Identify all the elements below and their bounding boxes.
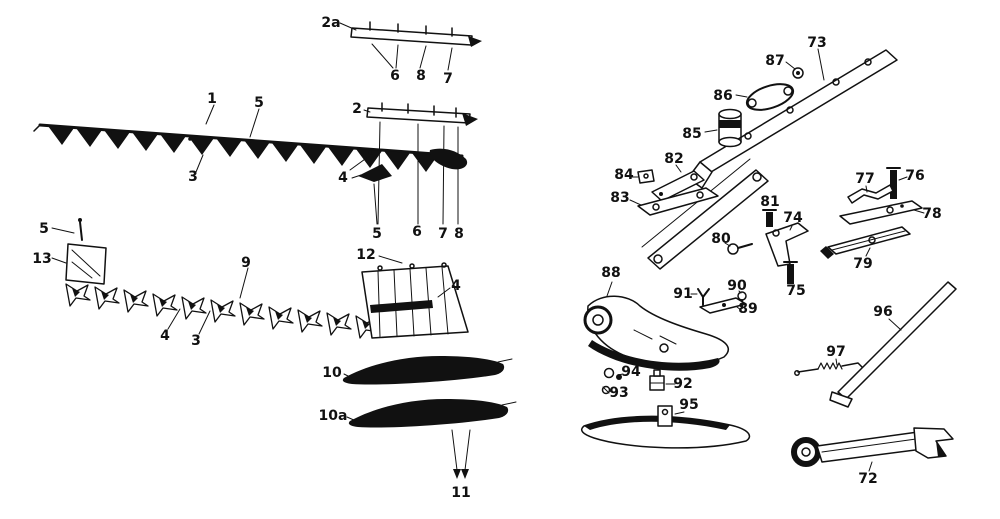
rod-97 [794, 358, 863, 376]
part-label-4a: 4 [338, 170, 348, 186]
part-label-2: 2 [352, 101, 362, 117]
part-label-4c: 4 [160, 328, 170, 344]
part-labels: 2a 6 8 7 2 1 5 3 4 5 6 7 8 5 13 9 12 4 4… [32, 15, 941, 501]
part-label-87: 87 [765, 53, 784, 69]
part-label-8b: 8 [454, 226, 464, 242]
part-label-83: 83 [610, 190, 629, 206]
inner-shoe-10a [346, 399, 517, 428]
part-label-90: 90 [727, 278, 747, 294]
part-label-5c: 5 [39, 221, 49, 237]
part-label-88: 88 [601, 265, 620, 281]
part-label-72: 72 [858, 471, 877, 487]
part-label-76: 76 [905, 168, 924, 184]
part-label-74: 74 [783, 210, 803, 226]
part-label-82: 82 [664, 151, 683, 167]
outer-shoe-88 [583, 281, 729, 371]
leader-lines-left [195, 104, 260, 173]
clip-91 [690, 288, 710, 306]
part-label-80: 80 [711, 231, 731, 247]
knife-back-assembly-2a [339, 21, 482, 71]
part-label-6a: 6 [390, 68, 400, 84]
clip-89 [699, 297, 747, 314]
pitman-plate [641, 158, 769, 270]
washer-94 [603, 367, 624, 380]
plate-83 [629, 187, 719, 216]
part-label-7a: 7 [443, 71, 453, 87]
lever-82 [651, 164, 705, 202]
bolt-80 [724, 242, 753, 255]
part-label-78: 78 [922, 206, 941, 222]
part-label-96: 96 [873, 304, 892, 320]
part-label-1: 1 [207, 91, 217, 107]
block-92 [649, 369, 676, 391]
part-label-75: 75 [786, 283, 805, 299]
plate-78 [839, 200, 925, 225]
part-label-13: 13 [32, 251, 51, 267]
part-label-12: 12 [356, 247, 375, 263]
guard-row-9 [65, 267, 381, 339]
part-label-3b: 3 [191, 333, 201, 349]
part-label-4b: 4 [451, 278, 461, 294]
knife-clip-4 [349, 153, 392, 225]
wrench-72 [791, 427, 954, 472]
inner-shoe-10 [342, 356, 513, 385]
part-label-84: 84 [614, 167, 634, 183]
clamp-13 [51, 218, 107, 285]
part-label-5b: 5 [372, 226, 382, 242]
link-86 [735, 83, 795, 111]
bar-96 [829, 281, 957, 408]
part-label-77: 77 [855, 171, 874, 187]
part-label-86: 86 [713, 88, 732, 104]
part-label-9: 9 [241, 255, 251, 271]
part-label-11: 11 [451, 485, 470, 501]
pin-75 [783, 261, 798, 284]
bushing-85 [704, 108, 742, 148]
part-label-94: 94 [621, 364, 641, 380]
cutter-bar-1 [33, 123, 468, 172]
part-label-10: 10 [322, 365, 342, 381]
bolts-11 [451, 429, 471, 479]
part-label-85: 85 [682, 126, 701, 142]
pin-81 [762, 209, 777, 227]
part-label-8a: 8 [416, 68, 426, 84]
nut-87 [785, 61, 804, 79]
part-label-89: 89 [738, 301, 757, 317]
crank-74 [765, 222, 809, 267]
part-label-7b: 7 [438, 226, 448, 242]
frame-12 [361, 255, 469, 339]
part-label-95: 95 [679, 397, 698, 413]
part-label-92: 92 [673, 376, 692, 392]
knife-back-assembly-2 [363, 102, 478, 225]
part-label-97: 97 [826, 344, 845, 360]
part-label-3a: 3 [188, 169, 198, 185]
part-label-6b: 6 [412, 224, 422, 240]
bracket-77 [847, 184, 894, 204]
part-label-10a: 10a [319, 408, 348, 424]
drawing [33, 21, 957, 479]
part-label-93: 93 [609, 385, 628, 401]
part-label-79: 79 [853, 256, 872, 272]
part-label-73: 73 [807, 35, 826, 51]
nut-84 [630, 169, 655, 184]
part-label-91: 91 [673, 286, 692, 302]
channel-79 [820, 226, 911, 259]
part-label-81: 81 [760, 194, 779, 210]
skid-95 [581, 405, 751, 449]
part-label-2a: 2a [321, 15, 340, 31]
part-label-5a: 5 [254, 95, 264, 111]
screw-93 [601, 385, 613, 395]
